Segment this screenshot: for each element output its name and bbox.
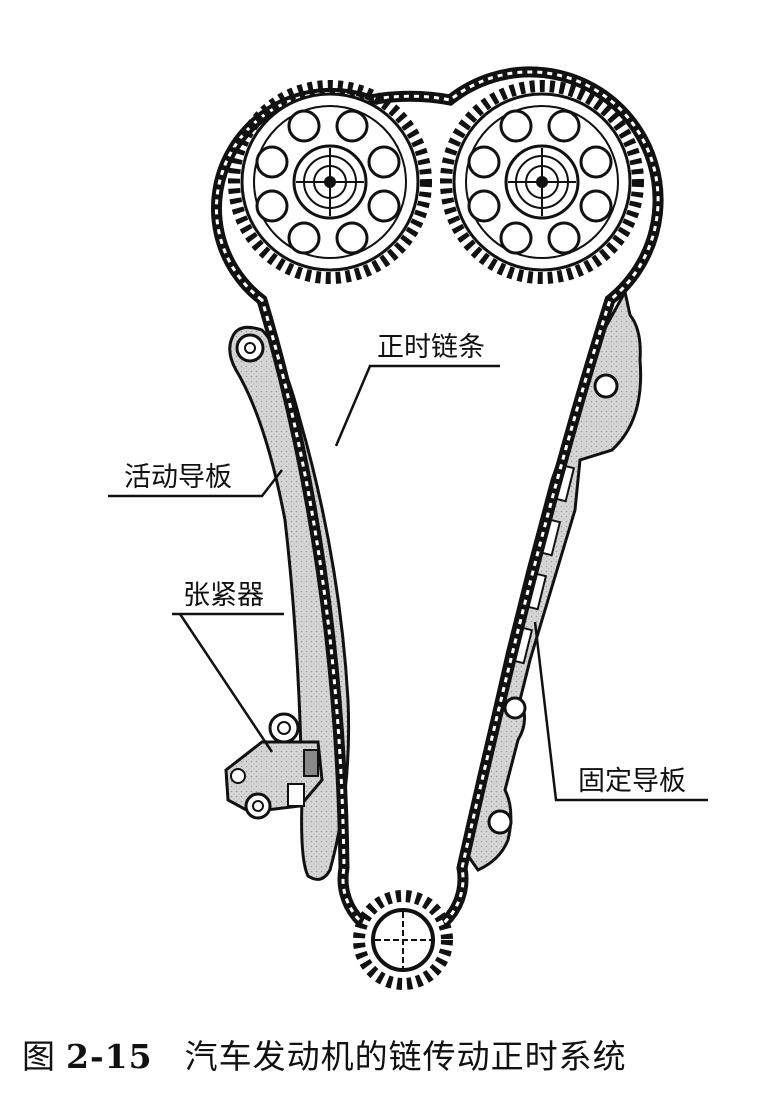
timing-chain-leader [334, 364, 500, 447]
fixed-guide-bolt-top [593, 373, 619, 399]
label-fixed-guide: 固定导板 [578, 766, 686, 797]
label-tensioner: 张紧器 [183, 580, 264, 611]
caption-title: 汽车发动机的链传动正时系统 [184, 1037, 627, 1076]
fixed-guide-bolt-middle [503, 696, 527, 720]
caption-number: 2-15 [66, 1037, 153, 1076]
caption-prefix: 图 [22, 1037, 56, 1076]
active-guide-leader [108, 469, 283, 498]
fixed-guide-leader [533, 621, 708, 802]
left-camshaft-sprocket [228, 80, 432, 284]
fixed-guide-bolt-bottom [487, 809, 513, 835]
right-camshaft-sprocket [440, 80, 644, 284]
callout-lines [108, 364, 708, 802]
tensioner-leader-diagonal [178, 613, 274, 753]
active-guide-pivot [235, 333, 265, 363]
figure-caption: 图 2-15 汽车发动机的链传动正时系统 [22, 1030, 742, 1078]
label-active-guide: 活动导板 [124, 462, 232, 493]
label-timing-chain: 正时链条 [377, 332, 485, 363]
timing-system-diagram: 正时链条 活动导板 张紧器 固定导板 [108, 66, 708, 990]
tensioner [224, 712, 324, 820]
crankshaft-sprocket [353, 890, 453, 990]
